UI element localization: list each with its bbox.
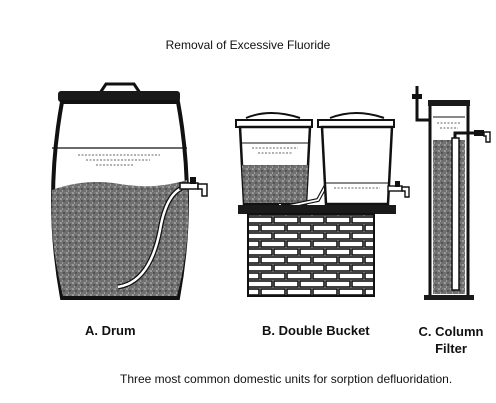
column-base: [424, 295, 474, 300]
drum-tap-icon: [179, 177, 208, 197]
label-drum: A. Drum: [85, 323, 136, 338]
brick-stand: [247, 213, 375, 297]
double-bucket-unit: [235, 112, 410, 297]
figure-caption: Three most common domestic units for sor…: [120, 372, 453, 386]
label-column-line1: C. Column: [418, 324, 484, 339]
left-bucket-handle: [245, 112, 301, 119]
label-column-line2: Filter: [435, 341, 467, 356]
platform-slab: [238, 205, 396, 214]
drum-unit: [51, 82, 208, 300]
label-column-filter: C. Column Filter: [412, 323, 490, 357]
left-bucket-media: [242, 165, 308, 203]
column-filter-unit: [412, 86, 491, 300]
drum-sorption-media: [51, 180, 189, 296]
drum-lid-handle: [98, 82, 142, 94]
column-sorption-media: [433, 140, 465, 294]
label-double-bucket: B. Double Bucket: [262, 323, 370, 338]
right-bucket-handle: [329, 112, 385, 119]
figure-title: Removal of Excessive Fluoride: [165, 38, 331, 52]
right-bucket-body: [320, 125, 394, 206]
bucket-tap-icon: [387, 181, 410, 198]
column-inner-pipe: [451, 137, 460, 291]
column-tap-icon: [474, 130, 491, 143]
drum-lid: [58, 91, 180, 102]
